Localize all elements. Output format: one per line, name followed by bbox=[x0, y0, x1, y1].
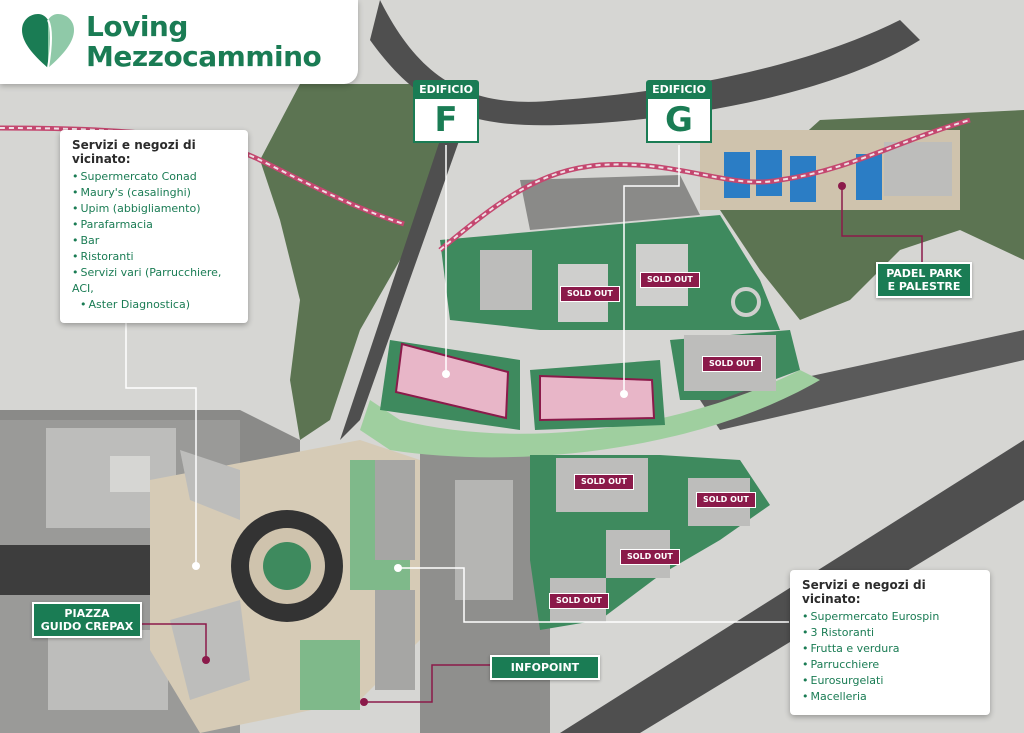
road-diagonal bbox=[340, 110, 470, 440]
services-left-list: Supermercato Conad Maury's (casalinghi) … bbox=[72, 169, 236, 313]
services-left-title: Servizi e negozi di vicinato: bbox=[72, 138, 196, 166]
padel-court-2 bbox=[756, 150, 782, 196]
padel-label-line-2: E PALESTRE bbox=[887, 280, 961, 293]
services-left-item: Parafarmacia bbox=[72, 217, 236, 233]
piazza-crepax-label[interactable]: PIAZZA GUIDO CREPAX bbox=[32, 602, 142, 638]
building-north-1 bbox=[480, 250, 532, 310]
marker-piazza bbox=[202, 656, 210, 664]
services-card-left: Servizi e negozi di vicinato: Supermerca… bbox=[60, 130, 248, 323]
building-central-2 bbox=[375, 590, 415, 690]
brand-line-2: Mezzocammino bbox=[86, 40, 322, 73]
edificio-g-tag: EDIFICIO bbox=[646, 80, 712, 99]
brand-name: Loving Mezzocammino bbox=[86, 10, 322, 73]
infopoint-label[interactable]: INFOPOINT bbox=[490, 655, 600, 680]
sold-out-badge: SOLD OUT bbox=[696, 492, 756, 508]
edificio-f-letter: F bbox=[413, 99, 479, 143]
parking-north bbox=[520, 175, 700, 230]
padel-label-line-1: PADEL PARK bbox=[886, 267, 962, 280]
services-right-item: 3 Ristoranti bbox=[802, 625, 978, 641]
edificio-f-tag: EDIFICIO bbox=[413, 80, 479, 99]
services-right-item: Parrucchiere bbox=[802, 657, 978, 673]
leader-piazza bbox=[140, 623, 207, 660]
piazza-garden-2 bbox=[300, 640, 360, 710]
leader-edificio-g bbox=[623, 145, 680, 394]
gym-building bbox=[884, 142, 952, 196]
services-left-item: Maury's (casalinghi) bbox=[72, 185, 236, 201]
services-right-item: Frutta e verdura bbox=[802, 641, 978, 657]
leader-padel bbox=[841, 186, 923, 262]
marker-infopoint bbox=[360, 698, 368, 706]
services-left-item: Servizi vari (Parrucchiere, ACI, bbox=[72, 265, 236, 297]
brand-line-1: Loving bbox=[86, 10, 188, 43]
sold-out-badge: SOLD OUT bbox=[620, 549, 680, 565]
marker-services-left bbox=[192, 562, 200, 570]
services-left-item-continued: Aster Diagnostica) bbox=[72, 297, 236, 313]
services-card-right: Servizi e negozi di vicinato: Supermerca… bbox=[790, 570, 990, 715]
edificio-g-building bbox=[539, 374, 656, 422]
edificio-f-building bbox=[394, 342, 510, 420]
sold-out-badge: SOLD OUT bbox=[560, 286, 620, 302]
green-area-north bbox=[260, 84, 460, 440]
piazza-building-curved bbox=[180, 450, 240, 520]
roundabout-center bbox=[263, 542, 311, 590]
services-right-item: Supermercato Eurospin bbox=[802, 609, 978, 625]
heart-logo-icon bbox=[22, 14, 74, 69]
sold-out-badge: SOLD OUT bbox=[549, 593, 609, 609]
piazza-label-line-2: GUIDO CREPAX bbox=[40, 620, 134, 633]
infopoint-label-text: INFOPOINT bbox=[510, 661, 580, 674]
services-right-list: Supermercato Eurospin 3 Ristoranti Frutt… bbox=[802, 609, 978, 705]
services-right-item: Macelleria bbox=[802, 689, 978, 705]
building-west-roof bbox=[110, 456, 150, 492]
services-left-item: Ristoranti bbox=[72, 249, 236, 265]
services-left-item: Bar bbox=[72, 233, 236, 249]
leader-infopoint bbox=[364, 664, 490, 703]
road-east bbox=[700, 330, 1024, 430]
padel-park-label[interactable]: PADEL PARK E PALESTRE bbox=[876, 262, 972, 298]
marker-padel bbox=[838, 182, 846, 190]
edificio-g-letter: G bbox=[646, 99, 712, 143]
marker-services-right bbox=[394, 564, 402, 572]
small-roundabout bbox=[731, 287, 761, 317]
building-central-1 bbox=[375, 460, 415, 560]
edificio-g-label[interactable]: EDIFICIO G bbox=[646, 80, 712, 143]
piazza-building-south bbox=[170, 600, 250, 700]
marker-edificio-g bbox=[620, 390, 628, 398]
edificio-f-label[interactable]: EDIFICIO F bbox=[413, 80, 479, 143]
leader-services-right bbox=[398, 567, 789, 623]
cycle-path-east-inner bbox=[439, 119, 971, 251]
services-right-title: Servizi e negozi di vicinato: bbox=[802, 578, 926, 606]
piazza-label-line-1: PIAZZA bbox=[64, 607, 110, 620]
padel-court-1 bbox=[724, 152, 750, 198]
road-curved-north bbox=[370, 0, 920, 126]
marker-edificio-f bbox=[442, 370, 450, 378]
services-right-item: Eurosurgelati bbox=[802, 673, 978, 689]
sold-out-badge: SOLD OUT bbox=[702, 356, 762, 372]
services-left-item: Upim (abbigliamento) bbox=[72, 201, 236, 217]
logo-card: Loving Mezzocammino bbox=[0, 0, 358, 84]
services-left-item: Supermercato Conad bbox=[72, 169, 236, 185]
cycle-path-west-inner bbox=[0, 127, 405, 225]
sold-out-badge: SOLD OUT bbox=[640, 272, 700, 288]
sold-out-badge: SOLD OUT bbox=[574, 474, 634, 490]
building-west-2 bbox=[48, 630, 168, 710]
green-band bbox=[360, 370, 820, 458]
leader-services-left bbox=[125, 295, 197, 566]
